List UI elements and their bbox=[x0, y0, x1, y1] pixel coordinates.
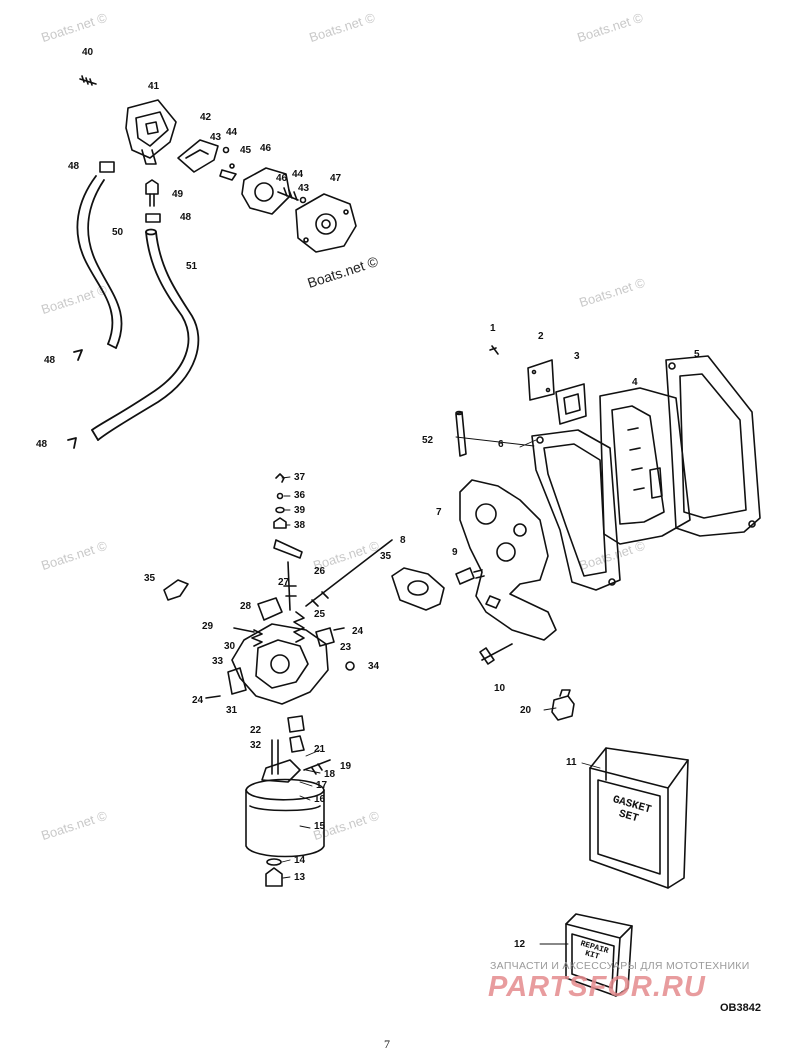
callout-14: 14 bbox=[294, 855, 306, 866]
fuel-hoses bbox=[67, 175, 200, 449]
callout-44: 44 bbox=[226, 127, 238, 138]
callout-16: 16 bbox=[314, 794, 326, 805]
callout-36: 36 bbox=[294, 490, 306, 501]
callout-42: 42 bbox=[200, 112, 212, 123]
callout-46: 46 bbox=[260, 143, 272, 154]
callout-52: 52 bbox=[422, 435, 434, 446]
callout-12: 12 bbox=[514, 939, 526, 950]
callout-47: 47 bbox=[330, 173, 342, 184]
page-number: 7 bbox=[384, 1037, 390, 1051]
callout-46: 46 bbox=[276, 173, 288, 184]
callout-48: 48 bbox=[180, 212, 192, 223]
callout-41: 41 bbox=[148, 81, 160, 92]
callout-44: 44 bbox=[292, 169, 304, 180]
callout-26: 26 bbox=[314, 566, 326, 577]
callout-48: 48 bbox=[68, 161, 80, 172]
callout-18: 18 bbox=[324, 769, 336, 780]
callout-2: 2 bbox=[538, 331, 544, 342]
callout-29: 29 bbox=[202, 621, 214, 632]
callout-27: 27 bbox=[278, 577, 290, 588]
callout-21: 21 bbox=[314, 744, 326, 755]
callout-10: 10 bbox=[494, 683, 506, 694]
callout-38: 38 bbox=[294, 520, 306, 531]
callout-30: 30 bbox=[224, 641, 236, 652]
callout-22: 22 bbox=[250, 725, 262, 736]
callout-40: 40 bbox=[82, 47, 94, 58]
drawing-reference: OB3842 bbox=[720, 1002, 761, 1014]
callout-5: 5 bbox=[694, 349, 700, 360]
callout-49: 49 bbox=[172, 189, 184, 200]
callout-24: 24 bbox=[352, 626, 364, 637]
callout-45: 45 bbox=[240, 145, 252, 156]
callout-35: 35 bbox=[380, 551, 392, 562]
callout-3: 3 bbox=[574, 351, 580, 362]
callout-25: 25 bbox=[314, 609, 326, 620]
callout-1: 1 bbox=[490, 323, 496, 334]
reed-plate-assembly bbox=[391, 345, 761, 721]
callout-32: 32 bbox=[250, 740, 262, 751]
callout-50: 50 bbox=[112, 227, 124, 238]
callout-48: 48 bbox=[44, 355, 56, 366]
repair-kit-box bbox=[565, 913, 633, 997]
callout-7: 7 bbox=[436, 507, 442, 518]
callout-37: 37 bbox=[294, 472, 306, 483]
callout-13: 13 bbox=[294, 872, 306, 883]
callout-51: 51 bbox=[186, 261, 198, 272]
callout-23: 23 bbox=[340, 642, 352, 653]
callout-28: 28 bbox=[240, 601, 252, 612]
callout-34: 34 bbox=[368, 661, 380, 672]
callout-31: 31 bbox=[226, 705, 238, 716]
callout-17: 17 bbox=[316, 780, 328, 791]
callout-19: 19 bbox=[340, 761, 352, 772]
callout-39: 39 bbox=[294, 505, 306, 516]
callout-24: 24 bbox=[192, 695, 204, 706]
callout-43: 43 bbox=[210, 132, 222, 143]
callout-15: 15 bbox=[314, 821, 326, 832]
callout-48: 48 bbox=[36, 439, 48, 450]
banner-tagline: ЗАПЧАСТИ И АКСЕССУАРЫ ДЛЯ МОТОТЕХНИКИ bbox=[490, 960, 750, 972]
callout-20: 20 bbox=[520, 705, 532, 716]
leader-lines bbox=[281, 436, 601, 945]
callout-9: 9 bbox=[452, 547, 458, 558]
callout-6: 6 bbox=[498, 439, 504, 450]
carburetor-assembly bbox=[163, 473, 393, 887]
callout-35: 35 bbox=[144, 573, 156, 584]
fuel-pump-assembly bbox=[79, 75, 357, 253]
callout-11: 11 bbox=[566, 757, 577, 768]
callout-8: 8 bbox=[400, 535, 406, 546]
callout-43: 43 bbox=[298, 183, 310, 194]
gasket-set-box bbox=[589, 747, 689, 889]
callout-4: 4 bbox=[632, 377, 638, 388]
banner-brand-logo: PARTSFOR.RU bbox=[488, 971, 706, 1003]
callout-33: 33 bbox=[212, 656, 224, 667]
